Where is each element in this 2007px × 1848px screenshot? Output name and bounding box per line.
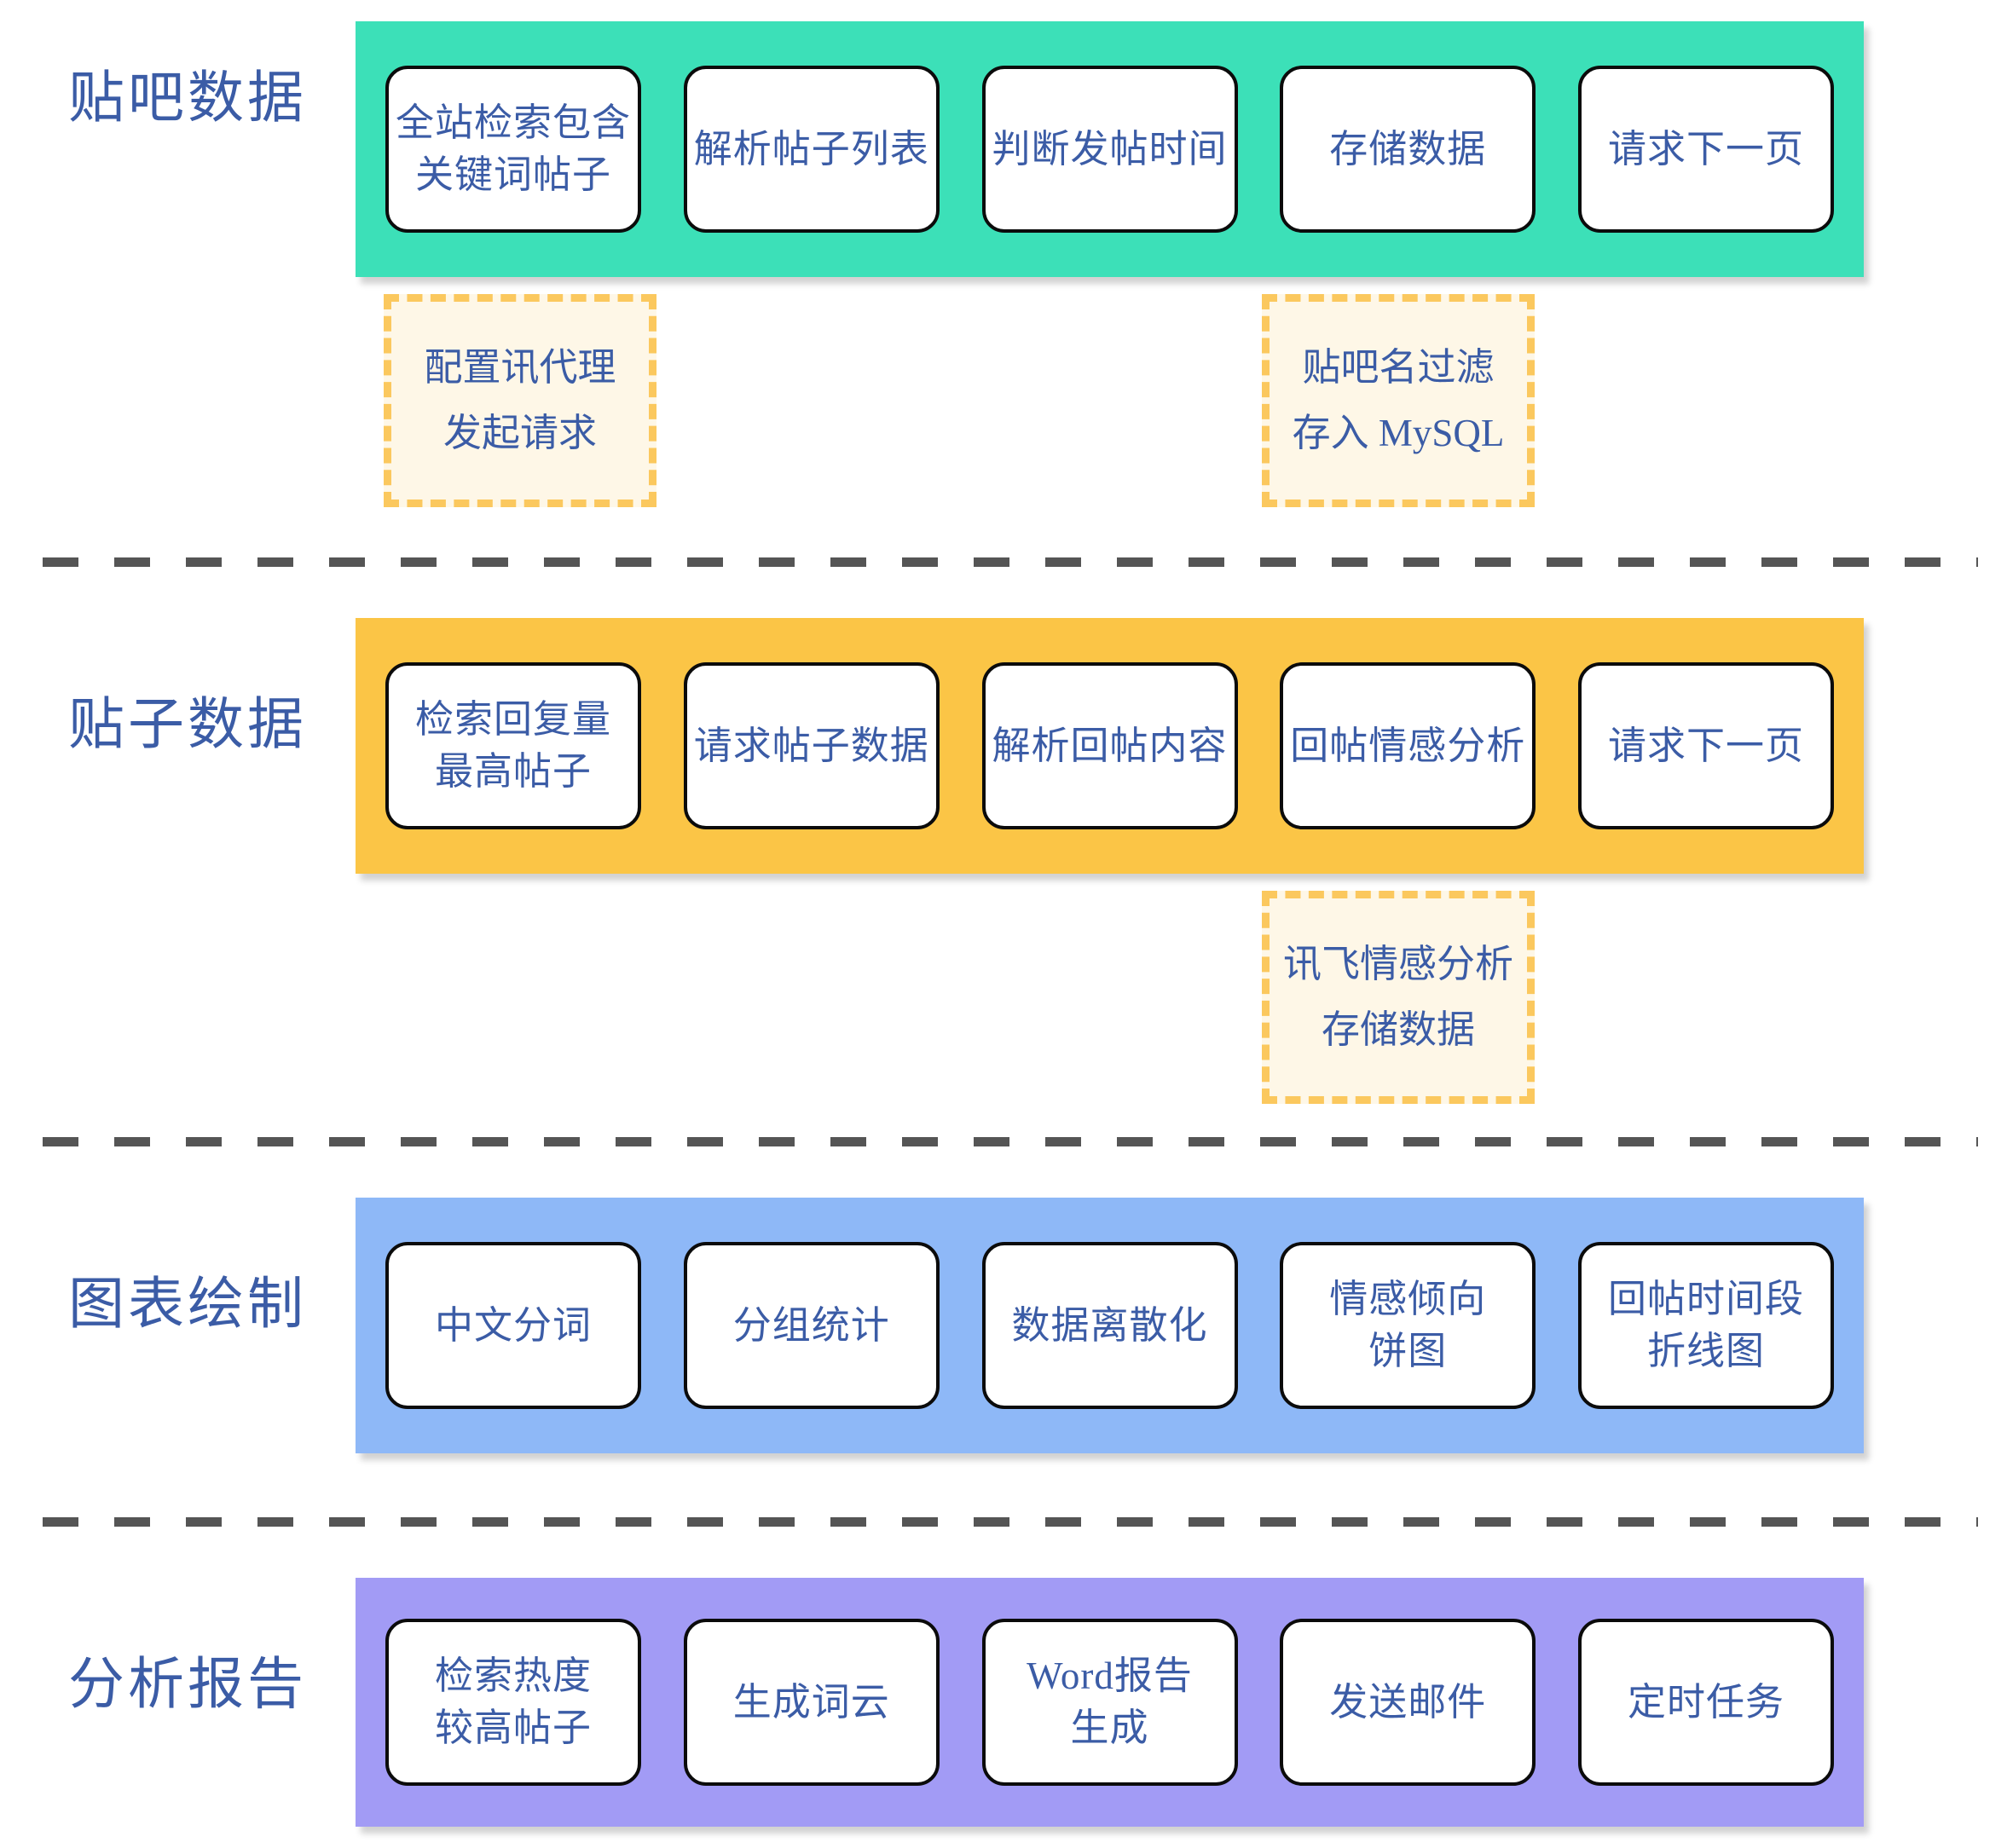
- card-label: 回帖情感分析: [1290, 724, 1526, 767]
- card-search-most-replies[interactable]: 检索回复量 最高帖子: [385, 662, 641, 829]
- section-label-analysis-report: 分析报告: [68, 1654, 307, 1716]
- section-label-tieba-data: 贴吧数据: [68, 67, 307, 130]
- card-label: 定时任务: [1627, 1680, 1784, 1724]
- band-analysis-report: 检索热度 较高帖子 生成词云 Word报告 生成 发送邮件 定时任务: [356, 1578, 1864, 1827]
- card-full-site-search[interactable]: 全站检索包含 关键词帖子: [385, 66, 641, 233]
- note-line: 存储数据: [1321, 1008, 1475, 1051]
- band-post-data: 检索回复量 最高帖子 请求帖子数据 解析回帖内容 回帖情感分析 请求下一页: [356, 618, 1864, 874]
- note-line: 配置讯代理: [424, 345, 616, 389]
- card-group-statistics[interactable]: 分组统计: [683, 1242, 940, 1409]
- card-search-hot-posts[interactable]: 检索热度 较高帖子: [385, 1619, 641, 1786]
- card-parse-post-list[interactable]: 解析帖子列表: [683, 66, 940, 233]
- card-label: 判断发帖时间: [992, 127, 1228, 170]
- note-xunfei-sentiment: 讯飞情感分析 存储数据: [1262, 891, 1535, 1104]
- section-post-data: 贴子数据 检索回复量 最高帖子 请求帖子数据 解析回帖内容 回帖情感分析 请求下…: [0, 597, 2007, 1142]
- section-chart-drawing: 图表绘制 中文分词 分组统计 数据离散化 情感倾向 饼图 回帖时间段 折线图: [0, 1176, 2007, 1517]
- card-reply-sentiment-analysis[interactable]: 回帖情感分析: [1280, 662, 1536, 829]
- section-divider-1: [43, 557, 1978, 567]
- card-label: 存储数据: [1329, 127, 1487, 170]
- card-label: 分组统计: [732, 1303, 890, 1347]
- note-proxy-request: 配置讯代理 发起请求: [384, 294, 656, 507]
- note-line: 发起请求: [442, 412, 597, 454]
- card-label: 情感倾向 饼图: [1329, 1278, 1487, 1372]
- card-parse-reply-content[interactable]: 解析回帖内容: [981, 662, 1238, 829]
- section-label-post-data: 贴子数据: [68, 694, 307, 756]
- card-chinese-word-segmentation[interactable]: 中文分词: [385, 1242, 641, 1409]
- note-line: 存入 MySQL: [1292, 412, 1505, 454]
- card-data-discretization[interactable]: 数据离散化: [981, 1242, 1238, 1409]
- card-request-next-page[interactable]: 请求下一页: [1578, 66, 1834, 233]
- note-line: 贴吧名过滤: [1302, 345, 1495, 389]
- card-label: 检索热度 较高帖子: [434, 1655, 592, 1749]
- card-generate-word-cloud[interactable]: 生成词云: [683, 1619, 940, 1786]
- card-label: 检索回复量 最高帖子: [414, 698, 611, 793]
- card-label: 请求下一页: [1607, 724, 1804, 767]
- card-label: 解析回帖内容: [992, 724, 1228, 767]
- band-tieba-data: 全站检索包含 关键词帖子 解析帖子列表 判断发帖时间 存储数据 请求下一页: [356, 21, 1864, 277]
- card-send-email[interactable]: 发送邮件: [1280, 1619, 1536, 1786]
- card-request-next-page[interactable]: 请求下一页: [1578, 662, 1834, 829]
- card-judge-post-time[interactable]: 判断发帖时间: [981, 66, 1238, 233]
- card-label: 数据离散化: [1011, 1303, 1208, 1347]
- card-word-report-generation[interactable]: Word报告 生成: [981, 1619, 1238, 1786]
- section-tieba-data: 贴吧数据 全站检索包含 关键词帖子 解析帖子列表 判断发帖时间 存储数据 请求下…: [0, 0, 2007, 563]
- card-sentiment-pie-chart[interactable]: 情感倾向 饼图: [1280, 1242, 1536, 1409]
- card-label: 全站检索包含 关键词帖子: [395, 101, 631, 196]
- band-chart-drawing: 中文分词 分组统计 数据离散化 情感倾向 饼图 回帖时间段 折线图: [356, 1198, 1864, 1453]
- card-label: 生成词云: [732, 1680, 890, 1724]
- note-line: 讯飞情感分析: [1282, 942, 1513, 985]
- card-scheduled-task[interactable]: 定时任务: [1578, 1619, 1834, 1786]
- card-label: 回帖时间段 折线图: [1607, 1278, 1804, 1372]
- card-label: Word报告 生成: [1027, 1655, 1193, 1749]
- section-divider-2: [43, 1137, 1978, 1146]
- card-reply-time-line-chart[interactable]: 回帖时间段 折线图: [1578, 1242, 1834, 1409]
- note-tieba-filter-mysql: 贴吧名过滤 存入 MySQL: [1262, 294, 1535, 507]
- card-label: 发送邮件: [1329, 1680, 1487, 1724]
- card-label: 解析帖子列表: [693, 127, 929, 170]
- section-divider-3: [43, 1517, 1978, 1527]
- card-label: 中文分词: [434, 1303, 592, 1347]
- card-label: 请求下一页: [1607, 127, 1804, 170]
- section-analysis-report: 分析报告 检索热度 较高帖子 生成词云 Word报告 生成 发送邮件 定时任务: [0, 1556, 2007, 1848]
- card-store-data[interactable]: 存储数据: [1280, 66, 1536, 233]
- card-request-post-data[interactable]: 请求帖子数据: [683, 662, 940, 829]
- section-label-chart-drawing: 图表绘制: [68, 1273, 307, 1336]
- card-label: 请求帖子数据: [693, 724, 929, 767]
